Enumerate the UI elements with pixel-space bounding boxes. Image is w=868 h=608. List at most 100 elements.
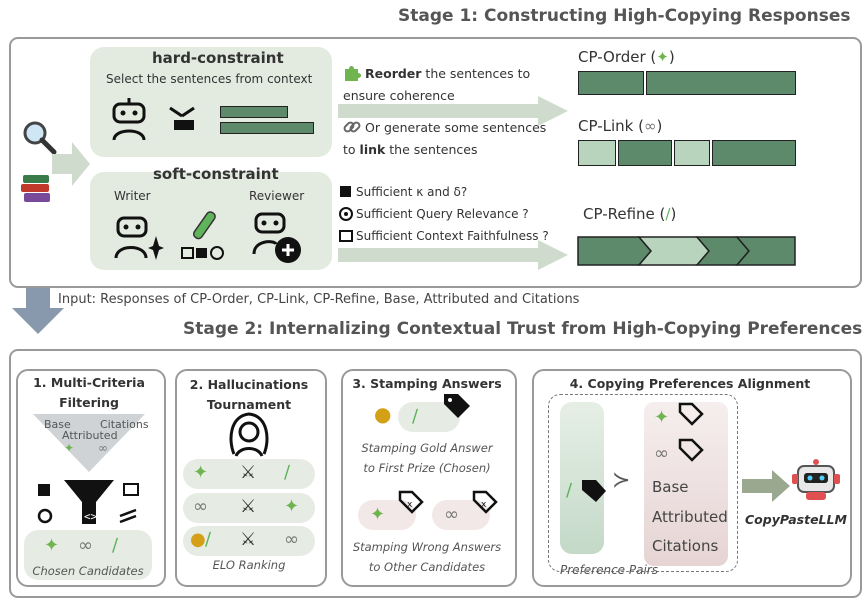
card1-title-1: 1. Multi-Criteria bbox=[33, 375, 145, 390]
cp-refine-close: ) bbox=[670, 205, 677, 223]
gold-line-1: Stamping Gold Answer bbox=[361, 441, 493, 455]
link-bold: link bbox=[359, 142, 386, 157]
puzzle-icon: ✦ bbox=[44, 535, 60, 556]
test-tube-icon bbox=[192, 211, 216, 240]
test-tube-icon: ∕ bbox=[412, 406, 419, 427]
reorder-line-2: ensure coherence bbox=[343, 88, 455, 103]
chain-icon bbox=[343, 121, 361, 133]
preference-symbol: ≻ bbox=[612, 468, 631, 493]
card2-title-1: 2. Hallucinations bbox=[189, 377, 309, 392]
wrong-line-2: to Other Candidates bbox=[368, 560, 486, 574]
writer-label: Writer bbox=[114, 189, 151, 203]
tag-icon bbox=[444, 394, 470, 418]
reviewer-robot-icon bbox=[252, 212, 301, 263]
filter-triangle bbox=[33, 414, 145, 472]
card1-title-2: Filtering bbox=[59, 395, 119, 410]
tag-icon bbox=[678, 438, 704, 462]
cp-order-bar-2 bbox=[646, 71, 796, 95]
cp-link-bar-2 bbox=[618, 140, 672, 166]
soft-constraint-title: soft-constraint bbox=[153, 165, 279, 183]
cp-order-text: CP-Order ( bbox=[578, 48, 657, 66]
puzzle-icon bbox=[345, 66, 361, 81]
link-pre: to bbox=[343, 142, 360, 157]
test-tube-icon: ∕ bbox=[665, 205, 671, 223]
card3-title: 3. Stamping Answers bbox=[352, 376, 502, 391]
chain-icon: ∞ bbox=[193, 496, 208, 517]
match-row-3 bbox=[183, 526, 315, 556]
cp-refine-chevrons bbox=[577, 236, 796, 266]
swords-icon: ⚔ bbox=[240, 529, 257, 550]
kappa-check-icon bbox=[340, 186, 351, 197]
wrong-line-1: Stamping Wrong Answers bbox=[352, 540, 502, 554]
chosen-candidates-label: Chosen Candidates bbox=[32, 564, 144, 578]
card4-title: 4. Copying Preferences Alignment bbox=[569, 376, 811, 391]
reviewer-label: Reviewer bbox=[249, 189, 305, 203]
check-query: Sufficient Query Relevance ? bbox=[356, 207, 529, 221]
writer-tools bbox=[181, 211, 224, 260]
pair-base: Base bbox=[652, 478, 689, 496]
writer-robot-icon bbox=[114, 216, 164, 260]
svg-text:x: x bbox=[407, 500, 413, 510]
judge-icon bbox=[229, 412, 269, 457]
rejected-column bbox=[644, 402, 728, 566]
tag-icon bbox=[678, 402, 704, 426]
cp-link-bar-1 bbox=[578, 140, 616, 166]
puzzle-icon: ✦ bbox=[284, 496, 300, 517]
puzzle-icon: ✦ bbox=[64, 441, 75, 455]
card1-base: Base bbox=[44, 418, 71, 431]
cp-order-bar-1 bbox=[578, 71, 644, 95]
soft-to-output-arrow bbox=[338, 240, 568, 270]
check-faithful: Sufficient Context Faithfulness ? bbox=[356, 229, 549, 243]
check-kappa: Sufficient κ and δ? bbox=[356, 185, 468, 199]
cp-link-bar-3 bbox=[674, 140, 710, 166]
preference-pairs-label: Preference Pairs bbox=[560, 563, 658, 577]
tag-icon bbox=[582, 480, 606, 502]
cp-order-label: CP-Order (✦) bbox=[578, 48, 675, 66]
cp-refine-label: CP-Refine (∕) bbox=[583, 205, 676, 223]
puzzle-icon: ✦ bbox=[656, 48, 669, 66]
cp-link-close: ) bbox=[656, 117, 663, 135]
hard-to-output-arrow bbox=[338, 96, 568, 126]
chain-icon: ∞ bbox=[78, 535, 93, 556]
stage2-title: Stage 2: Internalizing Contextual Trust … bbox=[183, 319, 863, 339]
svg-text:<>: <> bbox=[84, 510, 98, 523]
reorder-bold: Reorder bbox=[365, 66, 422, 81]
puzzle-icon: ✦ bbox=[370, 504, 386, 525]
card2-title-2: Tournament bbox=[206, 397, 292, 412]
cp-refine-text: CP-Refine ( bbox=[583, 205, 666, 223]
tag-icon: x bbox=[398, 490, 424, 514]
cp-link-label: CP-Link (∞) bbox=[578, 117, 662, 135]
chosen-candidates-pill bbox=[24, 530, 152, 580]
swords-icon: ⚔ bbox=[240, 496, 257, 517]
stage1-title: Stage 1: Constructing High-Copying Respo… bbox=[398, 6, 851, 26]
hard-constraint-subtitle: Select the sentences from context bbox=[106, 72, 313, 86]
target-icon bbox=[339, 207, 353, 221]
reorder-line-1: Reorder the sentences to bbox=[365, 66, 530, 81]
robot-icon bbox=[112, 98, 146, 141]
swords-icon: ⚔ bbox=[240, 462, 257, 483]
match-row-2 bbox=[183, 493, 315, 523]
to-model-arrow bbox=[742, 470, 790, 502]
test-tube-icon: ∕ bbox=[284, 462, 291, 483]
input-arrow bbox=[52, 142, 90, 186]
medal-icon: ● bbox=[190, 529, 206, 550]
card1-citations: Citations bbox=[100, 418, 149, 431]
cp-link-bar-4 bbox=[712, 140, 796, 166]
elo-ranking-label: ELO Ranking bbox=[212, 558, 286, 572]
medal-icon: ● bbox=[374, 402, 392, 426]
input-text: Input: Responses of CP-Order, CP-Link, C… bbox=[58, 292, 580, 307]
reorder-rest: the sentences to bbox=[421, 66, 531, 81]
select-bar-1 bbox=[220, 106, 288, 118]
puzzle-icon: ✦ bbox=[193, 462, 209, 483]
svg-text:x: x bbox=[481, 500, 487, 510]
card1-attributed: Attributed bbox=[62, 429, 118, 442]
chain-icon: ∞ bbox=[643, 117, 657, 135]
match-row-1 bbox=[183, 459, 315, 489]
down-arrow bbox=[12, 288, 64, 334]
cp-link-text: CP-Link ( bbox=[578, 117, 644, 135]
cp-order-close: ) bbox=[668, 48, 675, 66]
model-name: CopyPasteLLM bbox=[745, 512, 847, 527]
test-tube-icon: ∕ bbox=[205, 529, 212, 550]
gold-line-2: to First Prize (Chosen) bbox=[363, 461, 491, 475]
link-post: the sentences bbox=[385, 142, 478, 157]
